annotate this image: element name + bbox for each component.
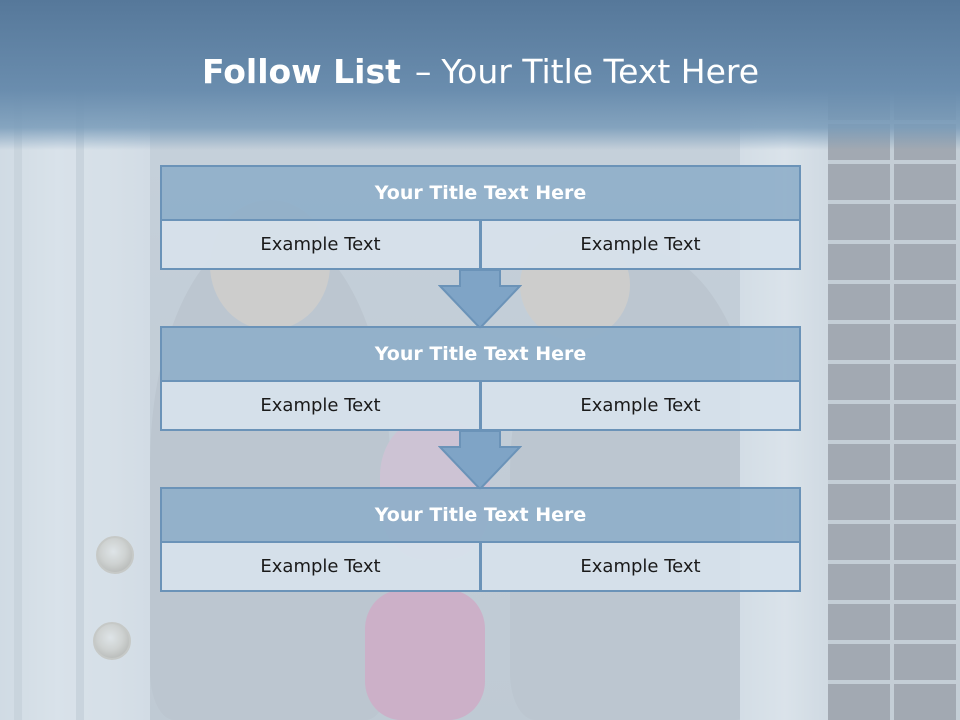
step-left-text: Example Text	[160, 382, 481, 431]
step-row: Example Text Example Text	[160, 382, 801, 431]
step-title: Your Title Text Here	[160, 165, 801, 221]
step-right-text: Example Text	[480, 382, 801, 431]
follow-step-2: Your Title Text Here Example Text Exampl…	[160, 326, 801, 431]
slide-title-text: Your Title Text Here	[441, 52, 760, 91]
title-bar	[0, 0, 960, 150]
follow-step-1: Your Title Text Here Example Text Exampl…	[160, 165, 801, 270]
follow-step-3: Your Title Text Here Example Text Exampl…	[160, 487, 801, 592]
down-arrow-icon	[438, 431, 522, 491]
step-title: Your Title Text Here	[160, 487, 801, 543]
step-row: Example Text Example Text	[160, 543, 801, 592]
step-right-text: Example Text	[480, 221, 801, 270]
down-arrow-icon	[438, 270, 522, 330]
slide-title: Follow List–Your Title Text Here	[202, 52, 759, 102]
step-right-text: Example Text	[480, 543, 801, 592]
slide-title-dash: –	[414, 52, 432, 91]
step-left-text: Example Text	[160, 221, 481, 270]
step-left-text: Example Text	[160, 543, 481, 592]
slide-title-bold: Follow List	[202, 52, 401, 91]
step-title: Your Title Text Here	[160, 326, 801, 382]
step-row: Example Text Example Text	[160, 221, 801, 270]
